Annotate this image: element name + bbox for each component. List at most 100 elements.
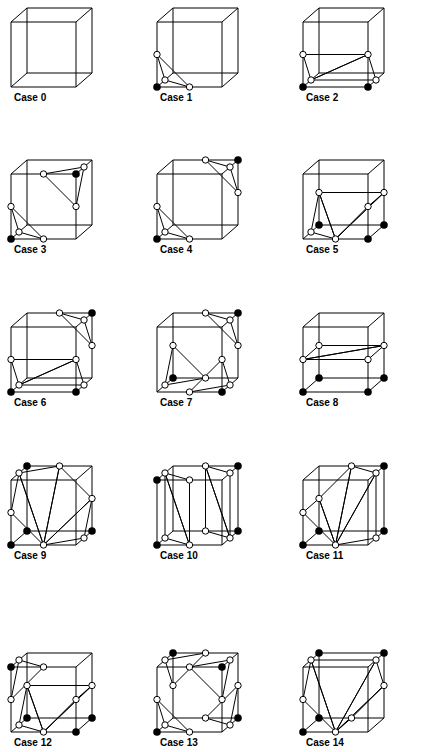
cube [153,8,238,91]
edge-point [16,470,22,476]
marked-vertex [72,388,80,396]
edge-point [89,682,95,688]
edge-point [219,356,225,362]
cube-edge [27,718,92,719]
edge-point [316,342,322,348]
edge-point [365,203,371,209]
case-label: Case 1 [160,92,192,104]
edge-point [202,375,208,381]
cube [153,156,242,243]
cube-edge [319,8,320,73]
cube-edge [303,174,304,239]
triangle [157,207,190,240]
cube-edge [157,480,158,545]
edge-point [381,189,387,195]
edge-point [308,657,314,663]
edge-point [365,356,371,362]
cube-edge [319,531,384,532]
edge-point [186,542,192,548]
triangle [60,313,93,346]
cube-edge [76,73,92,87]
cube-edge [27,8,28,73]
edge-point [8,356,14,362]
edge-point [300,356,306,362]
edge-point [202,157,208,163]
edge-point [202,528,208,534]
edge-point [162,77,168,83]
triangle [19,466,60,545]
edge-point [186,236,192,242]
edge-point [202,715,208,721]
triangle [303,346,384,360]
cube-edge [11,22,76,23]
cube-edge [368,480,369,545]
cube [7,309,96,396]
cube-edge [27,160,92,161]
cube-edge [222,73,238,87]
triangle [165,346,206,386]
case-label: Case 2 [306,92,338,104]
cube-edge [222,8,238,22]
cube-edge [173,225,238,226]
case-label: Case 8 [306,397,338,409]
case-label: Case 14 [306,737,344,749]
cube-edge [319,225,384,226]
cube-edge [27,73,92,74]
marked-vertex [153,83,161,91]
edge-point [202,463,208,469]
edge-point [162,470,168,476]
edge-point [73,696,79,702]
edge-point [154,51,160,57]
cube [153,649,242,736]
cube [153,462,242,549]
edge-point [373,657,379,663]
case-label: Case 7 [160,397,192,409]
edge-point [373,535,379,541]
triangle [165,653,206,686]
triangle [19,360,84,386]
marked-vertex [380,649,388,657]
triangle [303,660,336,732]
cube-edge [303,160,319,174]
marked-vertex [169,649,177,657]
cube-edge [157,174,222,175]
cube [7,653,96,736]
edge-point [348,463,354,469]
edge-point [202,650,208,656]
cube-edge [303,87,368,88]
edge-point [81,317,87,323]
marked-vertex [7,388,15,396]
edge-point [186,84,192,90]
cube-edge [303,313,319,327]
edge-point [219,696,225,702]
triangle [336,466,377,545]
edge-point [8,203,14,209]
triangle [157,55,190,88]
cube-edge [303,8,319,22]
edge-point [40,542,46,548]
edge-point [202,310,208,316]
marked-vertex [153,235,161,243]
marked-vertex [23,462,31,470]
cube-edge [11,392,76,393]
cube-edge [238,8,239,73]
cube-edge [368,313,384,327]
marked-vertex [72,170,80,178]
cube-edge [76,480,77,545]
edge-point [332,542,338,548]
marked-vertex [153,476,161,484]
edge-point [24,682,30,688]
edge-point [89,342,95,348]
edge-point [81,164,87,170]
cube [7,462,96,549]
edge-point [316,189,322,195]
edge-point [227,535,233,541]
cube [303,160,388,243]
edge-point [73,356,79,362]
edge-point [332,236,338,242]
edge-point [332,729,338,735]
edge-point [227,722,233,728]
marked-vertex [218,663,226,671]
cube-edge [384,466,385,531]
